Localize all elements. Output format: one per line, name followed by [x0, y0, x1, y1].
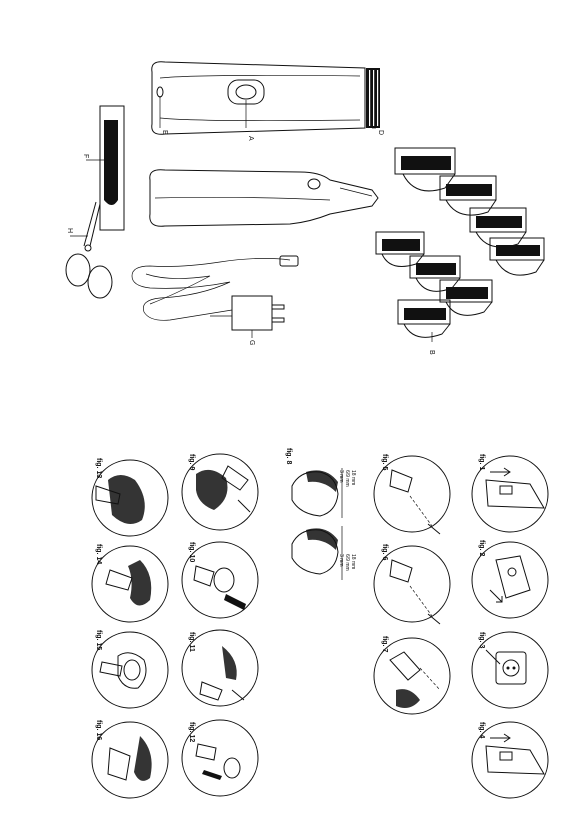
fig-8-right-69mm: 6/9 mm	[344, 554, 350, 571]
fig-16	[91, 721, 169, 799]
fig-11	[181, 629, 259, 707]
fig-2	[471, 541, 549, 619]
label-e: E	[161, 130, 168, 135]
fig-14	[91, 545, 169, 623]
clipper-top-view	[151, 61, 380, 135]
label-f: G	[248, 340, 255, 345]
label-a: A	[247, 136, 254, 141]
clipper-side-view	[149, 169, 379, 227]
fig-10-label: fig. 10	[188, 542, 195, 562]
fig-4	[471, 721, 549, 799]
fig-6	[373, 545, 451, 625]
fig-15-label: fig. 15	[95, 630, 102, 650]
fig-12	[181, 719, 259, 797]
comb	[99, 105, 125, 231]
parts-diagram: A D E F H	[65, 61, 545, 355]
fig-11-label: fig. 11	[188, 632, 195, 652]
blade-teeth	[366, 68, 380, 128]
fig-8-right-18mm: 18 mm	[350, 554, 356, 569]
fig-2-label: fig. 2	[478, 540, 485, 556]
fig-7-label: fig. 7	[381, 636, 388, 652]
label-b: B	[428, 350, 435, 355]
fig-1	[471, 455, 549, 533]
fig-10	[181, 541, 259, 619]
fig-8	[291, 468, 343, 580]
fig-8-left-18mm: 18 mm	[350, 470, 356, 485]
figures-grid: fig. 13 fig. 14 fig. 15 fig. 16 fig.	[91, 448, 549, 799]
fig-7	[373, 637, 451, 715]
fig-13-label: fig. 13	[95, 458, 102, 478]
power-adapter	[131, 255, 299, 331]
fig-8-label: fig. 8	[285, 448, 292, 464]
fig-5-label: fig. 5	[381, 454, 388, 470]
fig-1-label: fig. 1	[478, 454, 485, 470]
fig-16-label: fig. 16	[95, 720, 102, 740]
fig-8-left-3mm: 3 mm	[338, 470, 344, 483]
label-g: F	[82, 154, 89, 158]
fig-8-left-69mm: 6/9 mm	[344, 470, 350, 487]
comb-attachments	[375, 147, 545, 338]
fig-9	[181, 453, 259, 531]
label-h: H	[66, 228, 73, 233]
scissors	[65, 201, 113, 299]
fig-4-label: fig. 4	[478, 722, 485, 738]
fig-5	[373, 455, 451, 535]
fig-6-label: fig. 6	[381, 544, 388, 560]
label-d: D	[377, 130, 384, 135]
fig-14-label: fig. 14	[95, 544, 102, 564]
fig-12-label: fig. 12	[188, 722, 195, 742]
fig-13	[91, 459, 169, 537]
fig-9-label: fig. 9	[188, 454, 195, 470]
fig-3-label: fig. 3	[478, 632, 485, 648]
fig-3	[471, 631, 549, 709]
fig-8-right-3mm: 3 mm	[338, 554, 344, 567]
fig-15	[91, 631, 169, 709]
